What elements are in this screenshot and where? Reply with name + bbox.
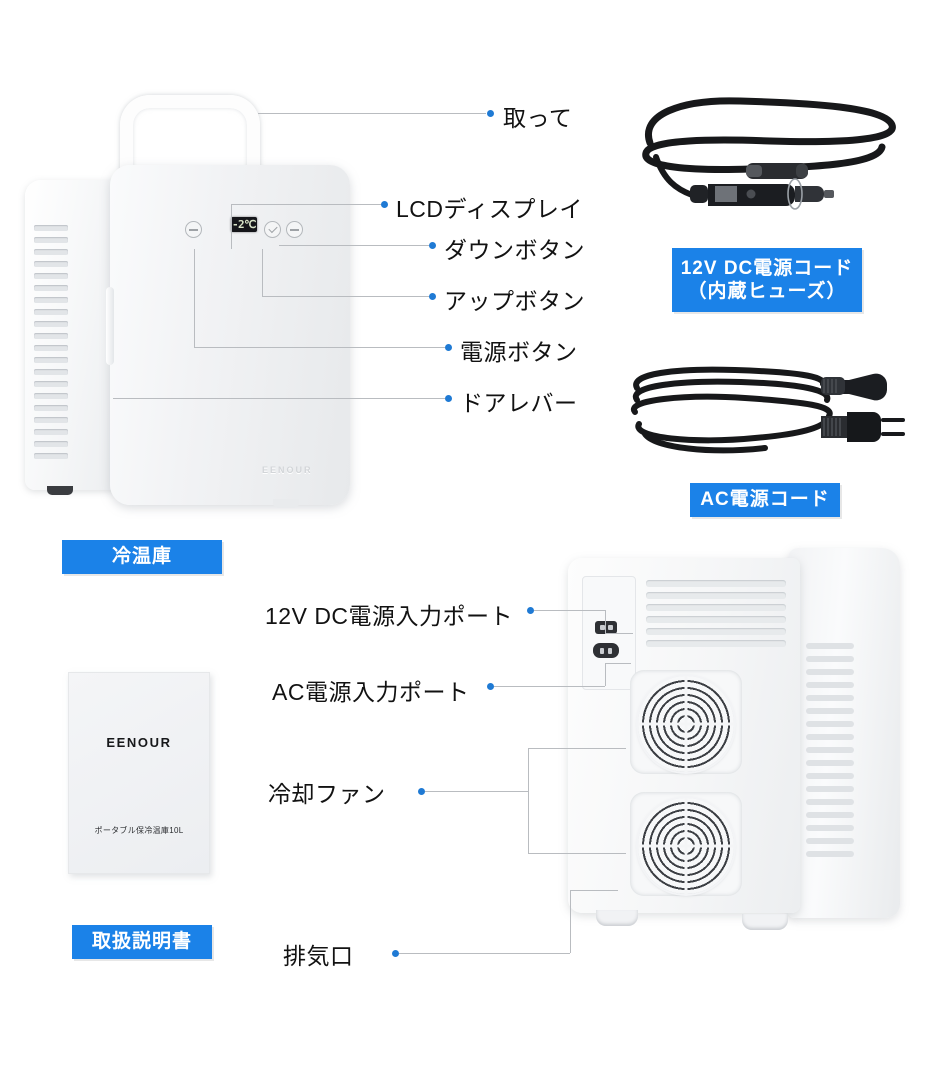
callout-dot-ac-port: [487, 683, 494, 690]
lead-line-ac-port-h: [494, 686, 605, 687]
dc-cord-svg: [642, 97, 896, 210]
dc-power-cord-image: [620, 85, 910, 225]
rear-unit-illustration: [560, 548, 905, 943]
lead-line-fan-bottom-branch: [528, 853, 626, 854]
rear-side-vent-group: [806, 643, 854, 864]
cabinet-door: -2℃ EENOUR: [106, 165, 350, 505]
manual-cover-brand: EENOUR: [106, 735, 172, 750]
lead-line-ac-port-h2: [605, 663, 631, 664]
lcd-display-graphic: -2℃: [231, 217, 257, 232]
rear-back-panel: [568, 558, 800, 913]
lead-line-up-h: [262, 296, 429, 297]
cooling-fan-bottom: [638, 798, 734, 894]
lead-line-lcd-v: [231, 204, 232, 249]
power-button-graphic[interactable]: [185, 221, 202, 238]
callout-label-lcd: LCDディスプレイ: [396, 196, 583, 222]
ac-input-port-graphic[interactable]: [593, 643, 619, 658]
badge-dc-cord-line1: 12V DC電源コード: [680, 257, 854, 279]
callout-label-power: 電源ボタン: [460, 339, 578, 365]
manual-booklet-image: EENOUR ポータブル保冷温庫10L: [68, 672, 210, 874]
badge-manual: 取扱説明書: [72, 925, 212, 959]
badge-ac-cord: AC電源コード: [690, 483, 840, 517]
callout-dot-power: [445, 344, 452, 351]
side-vent-group: [34, 225, 68, 465]
lead-line-fan-h: [425, 791, 528, 792]
lead-line-exhaust-h2: [570, 890, 618, 891]
lead-line-dc-port-h: [534, 610, 606, 611]
callout-dot-up: [429, 293, 436, 300]
lead-line-exhaust-v: [570, 890, 571, 953]
cooling-fan-top: [638, 676, 734, 772]
cabinet-left-side: [25, 180, 120, 490]
callout-dot-exhaust: [392, 950, 399, 957]
callout-label-exhaust: 排気口: [283, 943, 354, 969]
lead-line-exhaust-h: [399, 953, 570, 954]
callout-dot-dc-port: [527, 607, 534, 614]
badge-refrigerator: 冷温庫: [62, 540, 222, 574]
front-unit-illustration: -2℃ EENOUR: [25, 95, 355, 515]
front-brand-logo: EENOUR: [262, 465, 313, 475]
callout-dot-lcd: [381, 201, 388, 208]
callout-label-fan: 冷却ファン: [268, 781, 386, 807]
lead-line-handle: [258, 113, 486, 114]
rear-foot-right: [742, 914, 788, 930]
callout-dot-down: [429, 242, 436, 249]
lead-line-door-lever: [113, 398, 445, 399]
lead-line-dc-port-h2: [605, 633, 633, 634]
up-button-graphic[interactable]: [264, 221, 281, 238]
foot-right: [273, 499, 299, 508]
lead-line-power-h: [194, 347, 445, 348]
callout-dot-fan: [418, 788, 425, 795]
ac-cord-svg: [630, 366, 905, 454]
lead-line-fan-bracket-v: [528, 748, 529, 853]
callout-label-handle: 取って: [503, 105, 573, 131]
down-button-graphic[interactable]: [286, 221, 303, 238]
foot-left: [47, 486, 73, 495]
top-louvre-vent: [646, 580, 786, 655]
rear-foot-left: [596, 910, 638, 926]
callout-label-ac-port: AC電源入力ポート: [272, 679, 470, 705]
badge-refrigerator-label: 冷温庫: [111, 546, 172, 568]
badge-manual-label: 取扱説明書: [91, 931, 192, 953]
callout-label-down: ダウンボタン: [444, 237, 585, 263]
door-lever-graphic: [106, 287, 114, 365]
badge-dc-cord-line2: （内蔵ヒューズ）: [687, 281, 847, 302]
manual-cover-subtitle: ポータブル保冷温庫10L: [94, 826, 184, 835]
ac-power-cord-image: [615, 360, 910, 475]
lead-line-power-v: [194, 249, 195, 347]
badge-ac-cord-line1: AC電源コード: [700, 489, 830, 511]
badge-dc-cord: 12V DC電源コード （内蔵ヒューズ）: [672, 248, 862, 312]
lead-line-lcd-h: [231, 204, 381, 205]
rear-right-side: [788, 548, 900, 918]
lcd-value: -2℃: [231, 218, 257, 231]
callout-dot-door-lever: [445, 395, 452, 402]
lead-line-up-v: [262, 249, 263, 296]
callout-label-up: アップボタン: [444, 288, 585, 314]
lead-line-dc-port-v: [605, 610, 606, 633]
lead-line-ac-port-v: [605, 663, 606, 686]
callout-dot-handle: [487, 110, 494, 117]
callout-label-dc-port: 12V DC電源入力ポート: [265, 603, 514, 629]
callout-label-door-lever: ドアレバー: [460, 390, 578, 416]
lead-line-down: [279, 245, 429, 246]
lead-line-fan-top-branch: [528, 748, 626, 749]
dc-input-port-graphic[interactable]: [595, 621, 617, 634]
